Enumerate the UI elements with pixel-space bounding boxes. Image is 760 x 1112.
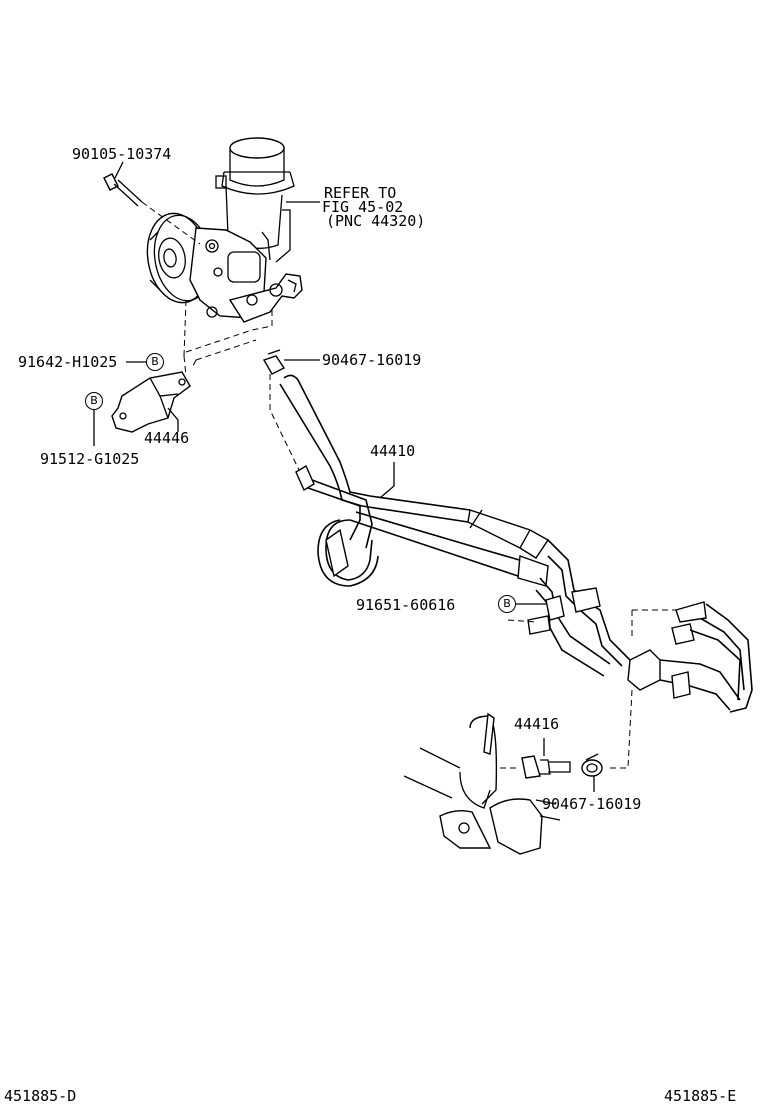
label-bracket: 44446 xyxy=(144,429,190,447)
label-union-bolt: 44416 xyxy=(514,715,560,733)
label-bracket-bolt: 91642-H1025 xyxy=(18,353,118,371)
label-bolt-pump: 90105-10374 xyxy=(72,145,172,163)
leader-hose xyxy=(379,462,395,499)
gasket-top xyxy=(262,349,286,375)
label-gasket-top: 90467-16019 xyxy=(322,351,422,369)
power-steering-pump xyxy=(146,212,303,323)
label-bolt-b2: 91512-G1025 xyxy=(40,450,140,468)
leader-bracket xyxy=(167,407,179,432)
label-refer-line2: FIG 45-02 xyxy=(322,198,404,216)
label-hose-assembly: 44410 xyxy=(370,442,416,460)
pump-bolt xyxy=(103,173,201,245)
footer-right-code: 451885-E xyxy=(664,1087,737,1105)
dashed-union-link xyxy=(606,689,633,769)
union-bolt xyxy=(521,755,571,779)
label-refer-line1: REFER TO xyxy=(324,184,397,202)
pump-bracket xyxy=(111,371,191,433)
steering-gear-housing xyxy=(403,712,561,855)
label-gasket-bottom: 90467-16019 xyxy=(542,795,642,813)
leader-bolt-pump xyxy=(114,161,124,179)
label-refer-line3: (PNC 44320) xyxy=(326,212,426,230)
label-clamp-bolt: 91651-60616 xyxy=(356,596,456,614)
footer-left-code: 451885-D xyxy=(4,1087,77,1105)
ref-bubble-b-clamp: B xyxy=(498,595,516,613)
dashed-gasket-link xyxy=(269,374,301,473)
ref-bubble-b-bolt: B xyxy=(85,392,103,410)
ref-bubble-b-bracket: B xyxy=(146,353,164,371)
gasket-bottom xyxy=(581,753,603,777)
hose-assembly xyxy=(279,374,753,713)
dashed-bracket-link xyxy=(183,299,187,377)
